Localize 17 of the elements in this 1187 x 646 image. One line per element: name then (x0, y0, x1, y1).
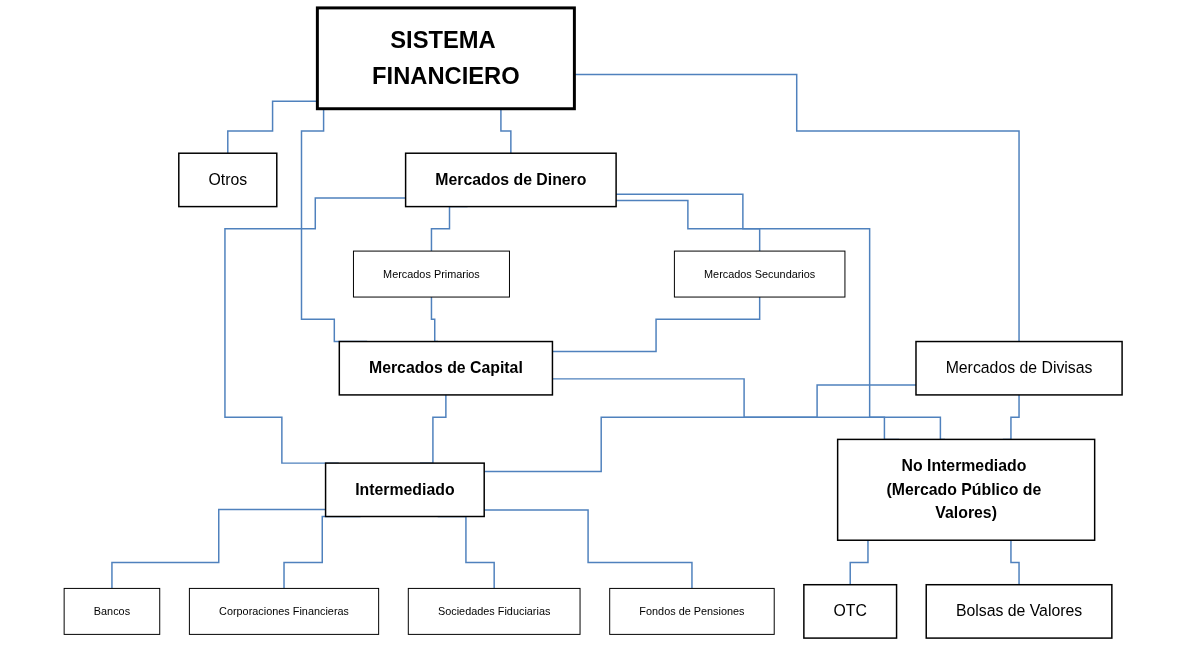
node-box: OTC (803, 583, 898, 639)
node-box: Mercados de Dinero (405, 152, 618, 208)
node-box: Otros (178, 152, 278, 208)
node-box: Fondos de Pensiones (609, 587, 776, 635)
node-box: Mercados de Divisas (915, 340, 1124, 396)
node-box: Bancos (64, 587, 161, 635)
node-box: Intermediado (325, 462, 486, 518)
node-box: Corporaciones Financieras (189, 587, 380, 635)
node-box: No Intermediado (Mercado Público de Valores) (837, 438, 1096, 541)
node-box: Mercados Primarios (353, 250, 511, 298)
node-box: Sociedades Fiduciarias (408, 587, 581, 635)
connector (552, 296, 761, 353)
node-box: SISTEMA FINANCIERO (316, 6, 577, 111)
node-box: Mercados Secundarios (674, 250, 846, 298)
node-box: Bolsas de Valores (925, 583, 1113, 639)
connector (574, 73, 1021, 343)
node-box: Mercados de Capital (338, 340, 554, 396)
